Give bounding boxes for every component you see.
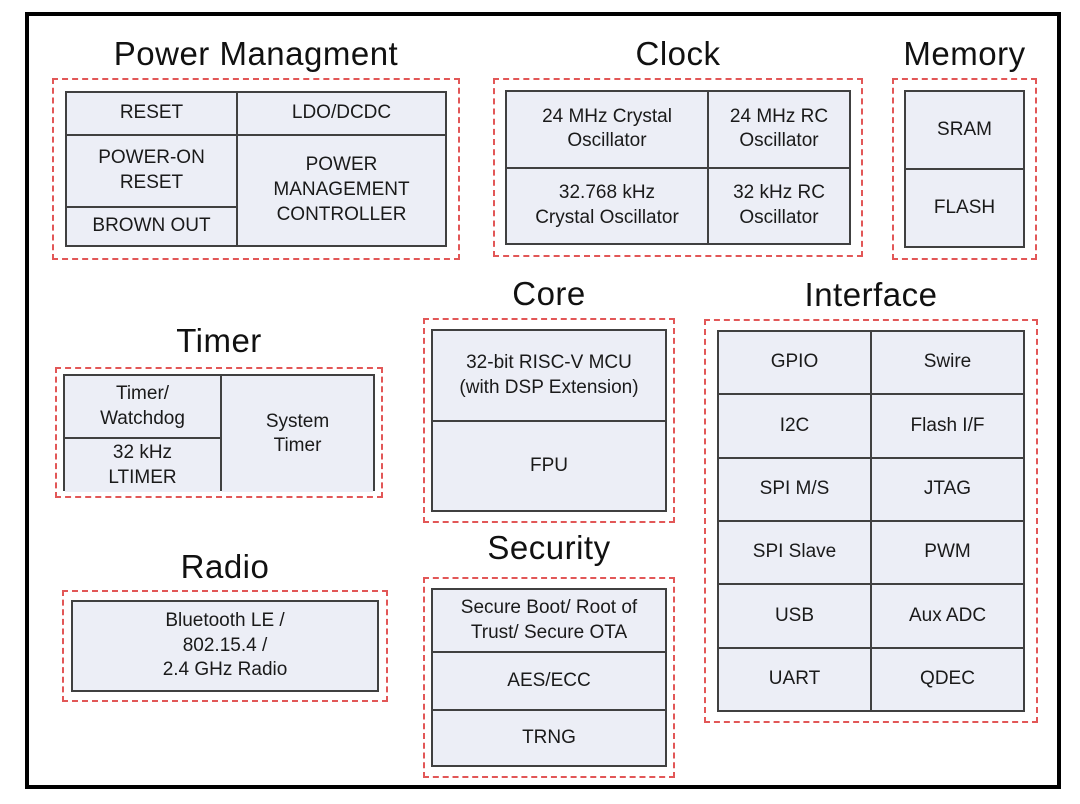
- block-usb: USB: [719, 585, 870, 647]
- power-management-blocks: RESET LDO/DCDC POWER-ON RESET POWER MANA…: [65, 91, 447, 247]
- radio-title: Radio: [180, 548, 270, 586]
- block-uart: UART: [719, 648, 870, 710]
- block-system-timer: System Timer: [222, 376, 373, 493]
- interface-blocks: GPIO Swire I2C Flash I/F SPI M/S JTAG SP…: [717, 330, 1025, 712]
- core-blocks: 32-bit RISC-V MCU (with DSP Extension) F…: [431, 329, 667, 512]
- clock-blocks: 24 MHz Crystal Oscillator 24 MHz RC Osci…: [505, 90, 851, 245]
- block-aux-adc: Aux ADC: [872, 585, 1023, 647]
- block-bluetooth-radio: Bluetooth LE / 802.15.4 / 2.4 GHz Radio: [73, 602, 377, 690]
- block-gpio: GPIO: [719, 332, 870, 394]
- memory-box: SRAM FLASH: [892, 78, 1037, 260]
- clock-section: Clock 24 MHz Crystal Oscillator 24 MHz R…: [493, 37, 863, 257]
- radio-section: Radio Bluetooth LE / 802.15.4 / 2.4 GHz …: [62, 550, 388, 702]
- block-flash: FLASH: [906, 170, 1023, 246]
- block-fpu: FPU: [433, 422, 665, 510]
- block-32khz-rc-oscillator: 32 kHz RC Oscillator: [709, 168, 849, 243]
- memory-blocks: SRAM FLASH: [904, 90, 1025, 248]
- timer-title: Timer: [176, 322, 262, 360]
- security-box: Secure Boot/ Root of Trust/ Secure OTA A…: [423, 577, 675, 778]
- power-management-box: RESET LDO/DCDC POWER-ON RESET POWER MANA…: [52, 78, 460, 260]
- power-management-title: Power Managment: [113, 35, 399, 73]
- security-title: Security: [487, 529, 611, 567]
- core-title: Core: [512, 275, 586, 313]
- block-reset: RESET: [67, 93, 236, 134]
- security-blocks: Secure Boot/ Root of Trust/ Secure OTA A…: [431, 588, 667, 767]
- interface-section: Interface GPIO Swire I2C Flash I/F SPI M…: [704, 278, 1038, 723]
- block-qdec: QDEC: [872, 648, 1023, 710]
- block-pwm: PWM: [872, 521, 1023, 584]
- block-24mhz-crystal-oscillator: 24 MHz Crystal Oscillator: [507, 92, 707, 167]
- block-brown-out: BROWN OUT: [67, 208, 236, 245]
- block-ldo-dcdc: LDO/DCDC: [238, 93, 445, 134]
- block-32khz-ltimer: 32 kHz LTIMER: [65, 439, 220, 493]
- block-24mhz-rc-oscillator: 24 MHz RC Oscillator: [709, 92, 849, 167]
- interface-title: Interface: [804, 276, 938, 314]
- power-management-section: Power Managment RESET LDO/DCDC POWER-ON …: [52, 37, 460, 260]
- timer-section: Timer Timer/ Watchdog System Timer 32 kH…: [55, 324, 383, 498]
- radio-box: Bluetooth LE / 802.15.4 / 2.4 GHz Radio: [62, 590, 388, 702]
- block-timer-watchdog: Timer/ Watchdog: [65, 376, 220, 437]
- timer-blocks: Timer/ Watchdog System Timer 32 kHz LTIM…: [63, 374, 375, 493]
- block-spi-slave: SPI Slave: [719, 521, 870, 584]
- clock-title: Clock: [635, 35, 721, 73]
- block-swire: Swire: [872, 332, 1023, 394]
- block-trng: TRNG: [433, 711, 665, 765]
- block-aes-ecc: AES/ECC: [433, 653, 665, 709]
- block-flash-if: Flash I/F: [872, 395, 1023, 457]
- interface-box: GPIO Swire I2C Flash I/F SPI M/S JTAG SP…: [704, 319, 1038, 723]
- memory-section: Memory SRAM FLASH: [892, 37, 1037, 260]
- memory-title: Memory: [903, 35, 1026, 73]
- block-i2c: I2C: [719, 395, 870, 457]
- radio-blocks: Bluetooth LE / 802.15.4 / 2.4 GHz Radio: [71, 600, 379, 692]
- timer-box: Timer/ Watchdog System Timer 32 kHz LTIM…: [55, 367, 383, 498]
- block-jtag: JTAG: [872, 458, 1023, 520]
- block-spi-ms: SPI M/S: [719, 458, 870, 520]
- block-riscv-mcu: 32-bit RISC-V MCU (with DSP Extension): [433, 331, 665, 420]
- core-box: 32-bit RISC-V MCU (with DSP Extension) F…: [423, 318, 675, 523]
- block-sram: SRAM: [906, 92, 1023, 168]
- block-power-on-reset: POWER-ON RESET: [67, 136, 236, 206]
- clock-box: 24 MHz Crystal Oscillator 24 MHz RC Osci…: [493, 78, 863, 257]
- core-section: Core 32-bit RISC-V MCU (with DSP Extensi…: [423, 277, 675, 523]
- block-secure-boot: Secure Boot/ Root of Trust/ Secure OTA: [433, 590, 665, 651]
- block-32768khz-crystal-oscillator: 32.768 kHz Crystal Oscillator: [507, 168, 707, 243]
- security-section: Security Secure Boot/ Root of Trust/ Sec…: [423, 531, 675, 778]
- block-power-management-controller: POWER MANAGEMENT CONTROLLER: [238, 136, 445, 245]
